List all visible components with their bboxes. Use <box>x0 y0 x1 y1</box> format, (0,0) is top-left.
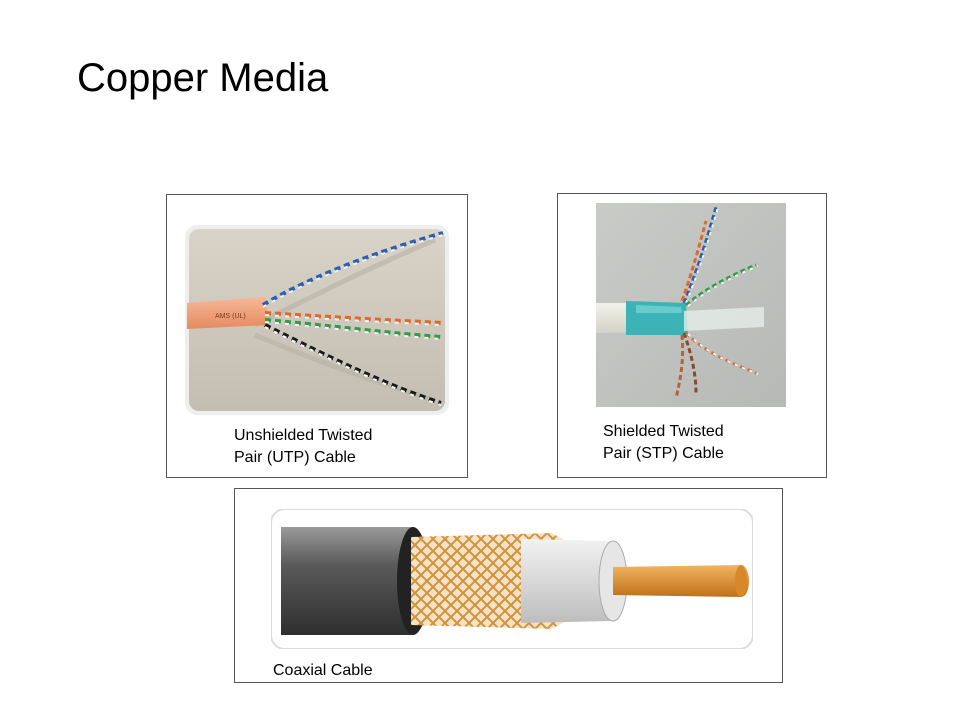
utp-cable-photo: AMS (UL) <box>185 225 449 415</box>
utp-jacket-print: AMS (UL) <box>215 313 246 320</box>
stp-caption: Shielded Twisted Pair (STP) Cable <box>603 421 724 465</box>
stp-caption-line1: Shielded Twisted <box>603 423 724 440</box>
utp-caption: Unshielded Twisted Pair (UTP) Cable <box>234 425 372 469</box>
utp-cable-panel: AMS (UL) Unshielded Twisted Pair (UTP) C… <box>166 194 468 478</box>
utp-caption-line1: Unshielded Twisted <box>234 427 373 444</box>
stp-caption-line2: Pair (STP) Cable <box>603 445 724 462</box>
coaxial-caption: Coaxial Cable <box>273 662 373 679</box>
coaxial-cable-photo <box>271 509 753 649</box>
coaxial-cable-panel: Coaxial Cable <box>234 488 783 683</box>
slide-title: Copper Media <box>77 56 329 100</box>
utp-caption-line2: Pair (UTP) Cable <box>234 449 356 466</box>
stp-cable-photo <box>596 203 786 407</box>
stp-cable-panel: Shielded Twisted Pair (STP) Cable <box>557 193 827 478</box>
